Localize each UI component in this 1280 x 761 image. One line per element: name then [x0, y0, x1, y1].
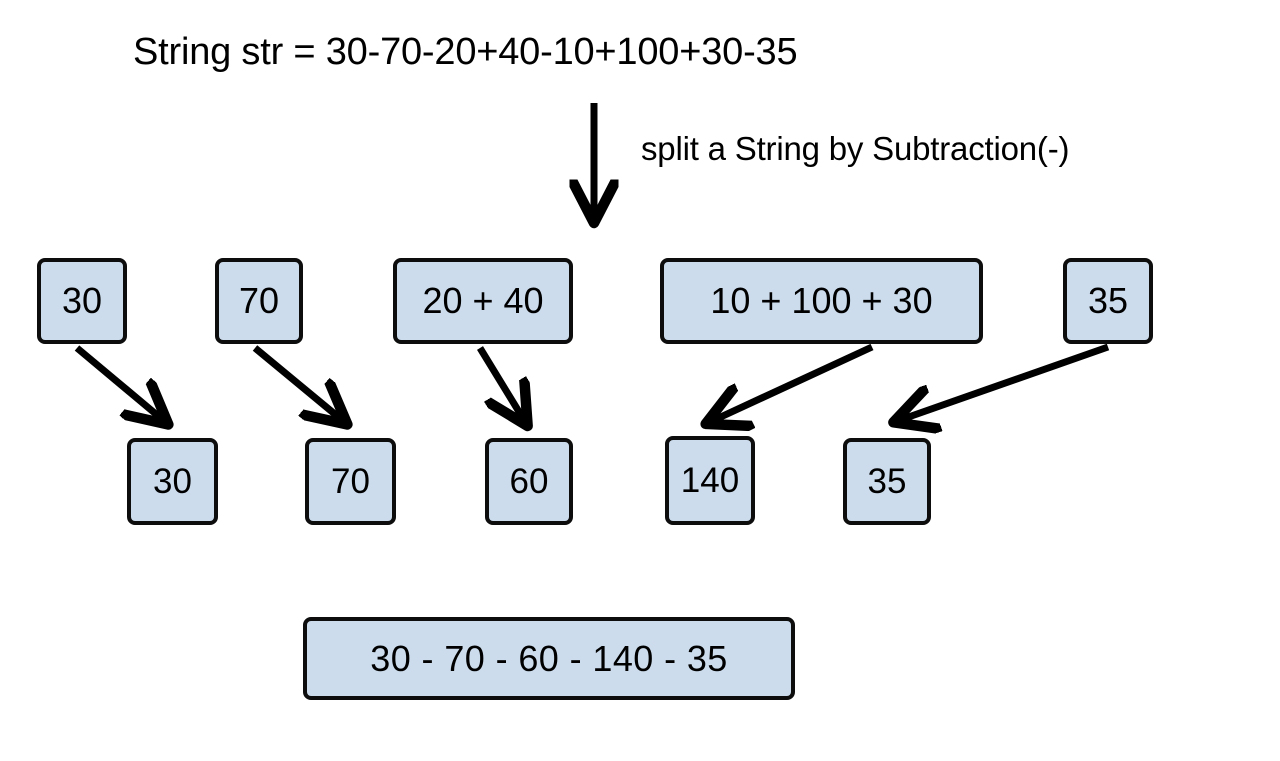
arrow-35-to-35	[900, 343, 1110, 420]
arrow-20-40-to-60	[477, 346, 524, 420]
arrow-70-to-70	[252, 345, 342, 420]
split-token-box: 10 + 100 + 30	[660, 258, 983, 344]
evaluated-value-box: 70	[305, 438, 396, 525]
evaluated-value-box: 140	[665, 436, 755, 525]
split-operation-label: split a String by Subtraction(-)	[641, 130, 1070, 167]
arrow-10-100-30-to-140	[712, 343, 874, 421]
split-token-box: 30	[37, 258, 127, 344]
evaluated-value-box: 30	[127, 438, 218, 525]
result-box: 30 - 70 - 60 - 140 - 35	[303, 617, 795, 700]
evaluated-value-box: 60	[485, 438, 573, 525]
split-token-box: 35	[1063, 258, 1153, 344]
split-token-box: 70	[215, 258, 303, 344]
split-token-box: 20 + 40	[393, 258, 573, 344]
evaluated-value-box: 35	[843, 438, 931, 525]
arrow-30-to-30	[74, 345, 163, 420]
page-title: String str = 30-70-20+40-10+100+30-35	[133, 31, 798, 73]
